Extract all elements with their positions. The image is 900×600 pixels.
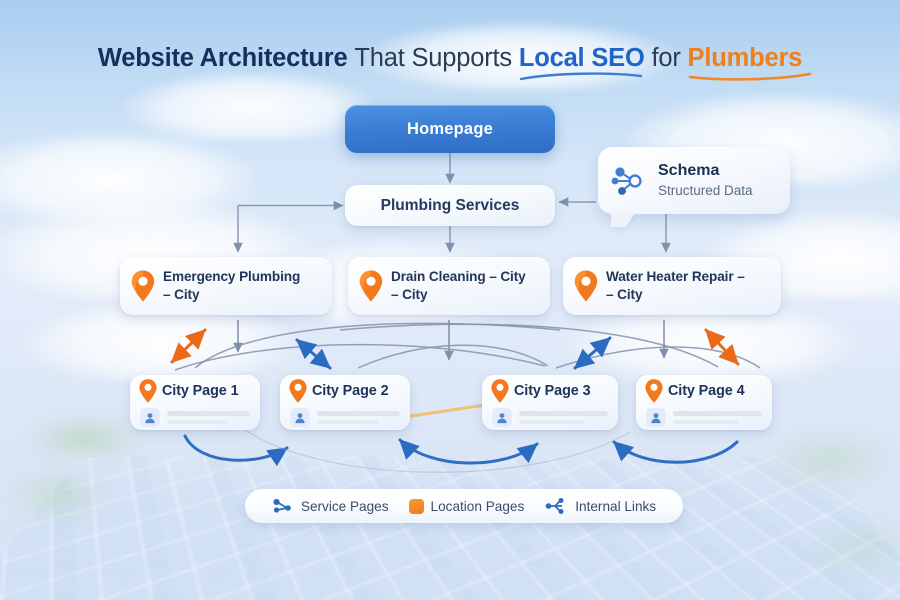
map-pin-icon xyxy=(139,379,157,403)
person-icon xyxy=(492,408,512,427)
services-label: Plumbing Services xyxy=(380,196,520,214)
city-page-1-header: City Page 1 xyxy=(138,378,250,404)
placeholder-lines xyxy=(317,411,400,424)
node-network-icon xyxy=(273,498,291,513)
city-page-1-body xyxy=(138,408,250,427)
callout-schema[interactable]: Schema Structured Data xyxy=(598,147,790,214)
card-city-page-4[interactable]: City Page 4 xyxy=(636,375,772,430)
node-plumbing-services[interactable]: Plumbing Services xyxy=(345,185,555,226)
legend-label-location-pages: Location Pages xyxy=(430,498,525,514)
legend-item-internal-links[interactable]: Internal Links xyxy=(544,496,656,516)
service-page-2-label: Drain Cleaning – City – City xyxy=(391,269,526,302)
placeholder-lines xyxy=(673,411,762,424)
internal-links-icon xyxy=(545,498,564,514)
schema-title: Schema xyxy=(658,161,720,179)
title-part-3-highlight: Local SEO xyxy=(519,44,645,81)
card-city-page-3[interactable]: City Page 3 xyxy=(482,375,618,430)
title-part-2: That Supports xyxy=(354,44,512,72)
map-pin-icon xyxy=(359,270,383,302)
city-page-4-body xyxy=(644,408,762,427)
orange-square-icon xyxy=(408,498,424,514)
map-pin-icon xyxy=(574,270,598,302)
map-pin-icon xyxy=(491,379,509,403)
aerial-map-texture xyxy=(0,456,900,600)
map-pin-icon xyxy=(289,379,307,403)
legend-item-location-pages[interactable]: Location Pages xyxy=(408,498,525,514)
card-city-page-2[interactable]: City Page 2 xyxy=(280,375,410,430)
city-page-1-label: City Page 1 xyxy=(162,383,239,399)
service-page-1-label: Emergency Plumbing – City xyxy=(163,269,301,302)
legend-label-internal-links: Internal Links xyxy=(575,498,657,514)
city-page-2-header: City Page 2 xyxy=(288,378,400,404)
node-homepage[interactable]: Homepage xyxy=(345,105,555,153)
city-page-4-header: City Page 4 xyxy=(644,378,762,404)
title-part-4: for xyxy=(651,44,681,72)
city-page-3-body xyxy=(490,408,608,427)
schema-network-icon xyxy=(611,166,642,195)
city-page-3-header: City Page 3 xyxy=(490,378,608,404)
card-service-page-3[interactable]: Water Heater Repair – – City xyxy=(563,257,781,315)
blue-underline-icon xyxy=(519,72,643,81)
map-pin-icon xyxy=(131,270,155,302)
card-city-page-1[interactable]: City Page 1 xyxy=(130,375,260,430)
title-part-1: Website Architecture xyxy=(97,44,348,72)
placeholder-lines xyxy=(519,411,608,424)
legend: Service Pages Location Pages Internal Li… xyxy=(245,489,683,523)
card-service-page-1[interactable]: Emergency Plumbing – City xyxy=(120,257,332,315)
legend-item-service-pages[interactable]: Service Pages xyxy=(272,496,389,516)
person-icon xyxy=(140,408,160,427)
person-icon xyxy=(290,408,310,427)
page-title: Website Architecture That Supports Local… xyxy=(0,44,900,81)
city-page-4-label: City Page 4 xyxy=(668,383,745,399)
schema-subtitle: Structured Data xyxy=(658,182,753,198)
card-service-page-2[interactable]: Drain Cleaning – City – City xyxy=(348,257,550,315)
placeholder-lines xyxy=(167,411,250,424)
city-page-2-label: City Page 2 xyxy=(312,383,389,399)
legend-label-service-pages: Service Pages xyxy=(300,498,389,514)
homepage-label: Homepage xyxy=(407,119,493,138)
person-icon xyxy=(646,408,666,427)
service-page-3-label: Water Heater Repair – – City xyxy=(606,269,745,302)
orange-underline-icon xyxy=(688,72,811,81)
city-page-2-body xyxy=(288,408,400,427)
city-page-3-label: City Page 3 xyxy=(514,383,591,399)
map-pin-icon xyxy=(645,379,663,403)
title-part-5-highlight: Plumbers xyxy=(688,44,811,81)
